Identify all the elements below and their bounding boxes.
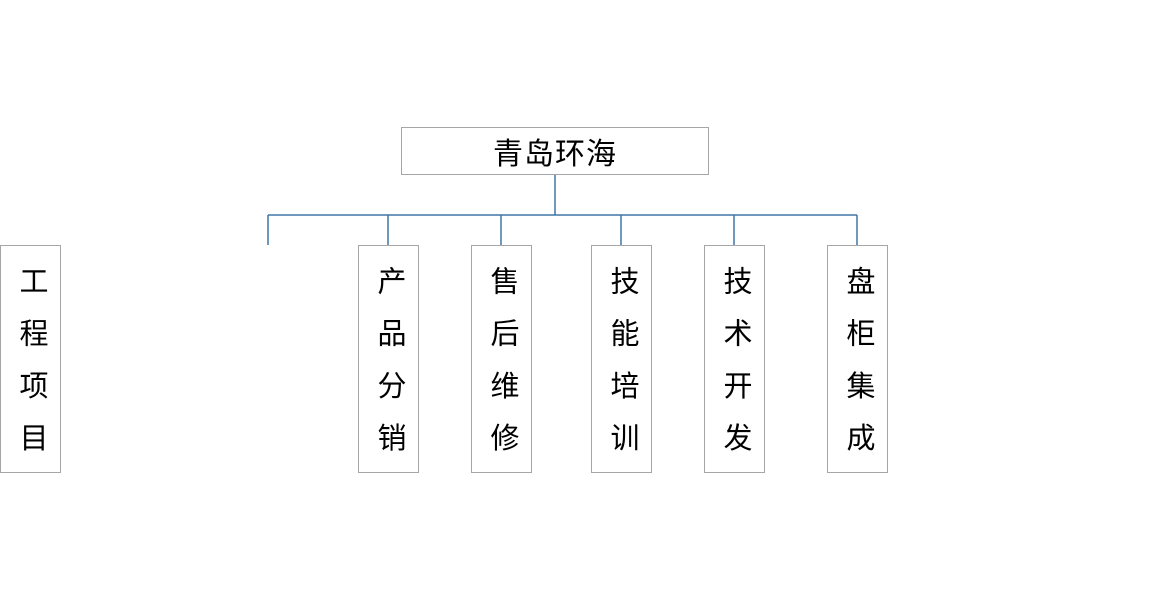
dept-node-label: 盘柜集成 <box>842 266 874 475</box>
dept-node-aftersales-repair[interactable]: 售后维修 <box>471 245 532 475</box>
dept-node-engineering-projects[interactable]: 工程项目 <box>0 245 61 475</box>
dept-node-panel-cabinet-integration[interactable]: 盘柜集成 <box>827 245 888 475</box>
root-node[interactable]: 青岛环海 <box>401 127 709 175</box>
connector-path <box>267 175 858 245</box>
dept-node-label: 技能培训 <box>606 266 638 475</box>
dept-node-label: 产品分销 <box>373 266 405 475</box>
root-node-label: 青岛环海 <box>493 138 617 171</box>
dept-node-label: 售后维修 <box>486 266 518 475</box>
dept-node-technology-development[interactable]: 技术开发 <box>704 245 765 475</box>
dept-node-label: 技术开发 <box>719 266 751 475</box>
dept-node-label: 工程项目 <box>15 266 47 475</box>
dept-node-skills-training[interactable]: 技能培训 <box>591 245 652 475</box>
dept-node-product-distribution[interactable]: 产品分销 <box>358 245 419 475</box>
